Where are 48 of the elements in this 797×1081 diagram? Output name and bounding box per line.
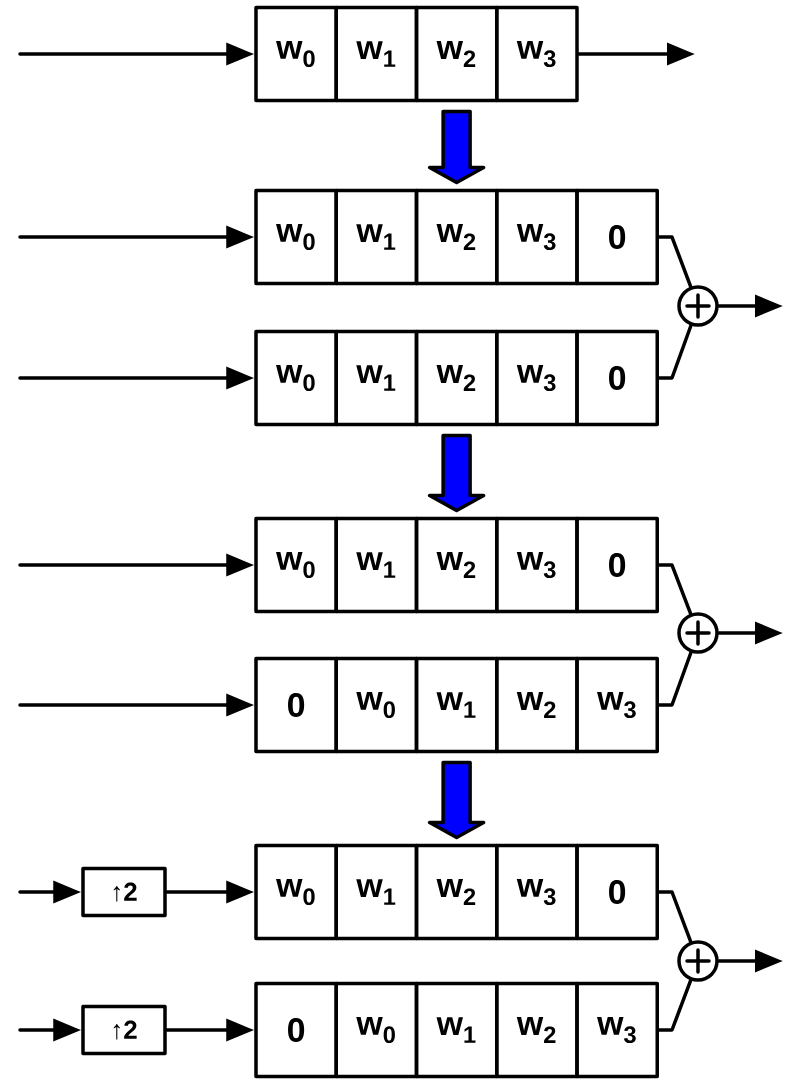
coefficient-cell: w$_{3}$: [575, 981, 659, 1079]
connector-line: [657, 890, 693, 944]
coefficient-cell: w$_{2}$: [414, 329, 499, 427]
coefficient-cell: w$_{3}$: [495, 516, 579, 614]
upsampler-box: ↑2: [81, 866, 167, 918]
coefficient-cell: 0: [575, 188, 659, 286]
coefficient-cell: w$_{2}$: [414, 5, 499, 103]
coefficient-cell: w$_{1}$: [334, 5, 419, 103]
connector-line: [657, 563, 693, 616]
sum-circle: [677, 612, 719, 654]
coefficient-cell: w$_{0}$: [254, 843, 338, 941]
coefficient-cell: 0: [575, 843, 659, 941]
block-arrow: [427, 433, 486, 513]
coefficient-cell: w$_{1}$: [334, 329, 419, 427]
coefficient-cell: w$_{2}$: [414, 188, 499, 286]
coefficient-cell: w$_{3}$: [495, 329, 579, 427]
coefficient-cell: w$_{1}$: [334, 516, 419, 614]
coefficient-cell: w$_{0}$: [254, 516, 338, 614]
coefficient-cell: 0: [575, 516, 659, 614]
coefficient-cell: w$_{3}$: [495, 843, 579, 941]
coefficient-cell: w$_{2}$: [495, 656, 579, 754]
coefficient-cell: w$_{0}$: [254, 188, 338, 286]
connector-line: [657, 978, 693, 1032]
coefficient-cell: 0: [575, 329, 659, 427]
sum-circle: [677, 940, 719, 982]
coefficient-cell: w$_{3}$: [495, 5, 579, 103]
coefficient-cell: w$_{2}$: [495, 981, 579, 1079]
coefficient-cell: 0: [254, 656, 338, 754]
coefficient-cell: w$_{2}$: [414, 516, 499, 614]
coefficient-cell: w$_{1}$: [334, 843, 419, 941]
coefficient-cell: w$_{1}$: [334, 188, 419, 286]
connector-line: [657, 650, 693, 707]
coefficient-cell: w$_{1}$: [414, 656, 499, 754]
upsampler-box: ↑2: [81, 1004, 167, 1056]
connector-line: [657, 235, 693, 289]
sum-circle: [677, 285, 719, 327]
coefficient-cell: w$_{3}$: [495, 188, 579, 286]
coefficient-cell: w$_{0}$: [334, 656, 419, 754]
coefficient-cell: w$_{0}$: [334, 981, 419, 1079]
coefficient-cell: w$_{1}$: [414, 981, 499, 1079]
block-arrow: [427, 760, 486, 840]
block-arrow: [427, 109, 486, 185]
coefficient-cell: w$_{2}$: [414, 843, 499, 941]
connector-line: [657, 323, 693, 380]
coefficient-cell: w$_{3}$: [575, 656, 659, 754]
coefficient-cell: w$_{0}$: [254, 5, 338, 103]
coefficient-cell: w$_{0}$: [254, 329, 338, 427]
coefficient-cell: 0: [254, 981, 338, 1079]
